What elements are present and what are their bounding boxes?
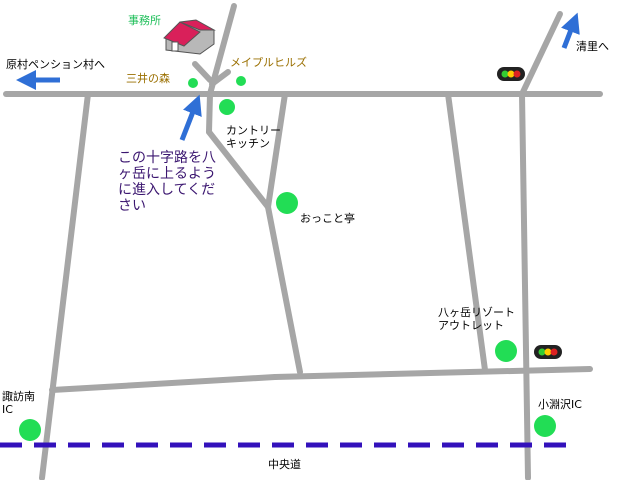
outlet-road xyxy=(445,91,488,373)
maple-dot xyxy=(236,76,246,86)
traffic-light-2 xyxy=(534,345,562,359)
mitsui-label: 三井の森 xyxy=(126,72,170,85)
direction-note: この十字路を八ヶ岳に上るように進入してください xyxy=(118,150,216,214)
kobuchi-ic-dot xyxy=(534,415,556,437)
poi-dots xyxy=(19,76,556,441)
office-spur xyxy=(192,61,213,83)
arrow-north-icon xyxy=(179,94,202,141)
west-road xyxy=(39,91,91,480)
kobuchi-ic-label: 小淵沢IC xyxy=(538,398,582,411)
suwa-ic-dot xyxy=(19,419,41,441)
road-okkoto xyxy=(265,204,303,375)
outlet-dot xyxy=(495,340,517,362)
south-road-west xyxy=(49,374,278,393)
maple-spur xyxy=(209,69,231,87)
road-to-seiri xyxy=(519,11,563,97)
diagonal-road xyxy=(206,129,271,210)
arrow-northeast-icon xyxy=(561,12,580,49)
okkoto-label: おっこと亭 xyxy=(300,212,355,225)
harumura-label: 原村ペンション村へ xyxy=(6,58,105,71)
road-to-junction xyxy=(265,91,288,210)
country-dot xyxy=(219,99,235,115)
suwa-ic-label: 諏訪南 IC xyxy=(2,390,35,416)
roads xyxy=(3,3,603,480)
south-road-east xyxy=(272,366,593,380)
office-house-icon xyxy=(163,19,216,55)
seiri-label: 清里へ xyxy=(576,40,609,53)
chuodo-label: 中央道 xyxy=(268,458,301,471)
okkoto-dot xyxy=(276,192,298,214)
south-spur xyxy=(206,91,213,135)
office-label: 事務所 xyxy=(128,14,161,27)
maple-label: メイプルヒルズ xyxy=(230,56,307,69)
traffic-light-1 xyxy=(497,67,525,81)
country-label: カントリー キッチン xyxy=(226,124,281,150)
mitsui-dot xyxy=(188,78,198,88)
outlet-label: 八ヶ岳リゾート アウトレット xyxy=(438,306,515,332)
east-road xyxy=(519,91,531,480)
